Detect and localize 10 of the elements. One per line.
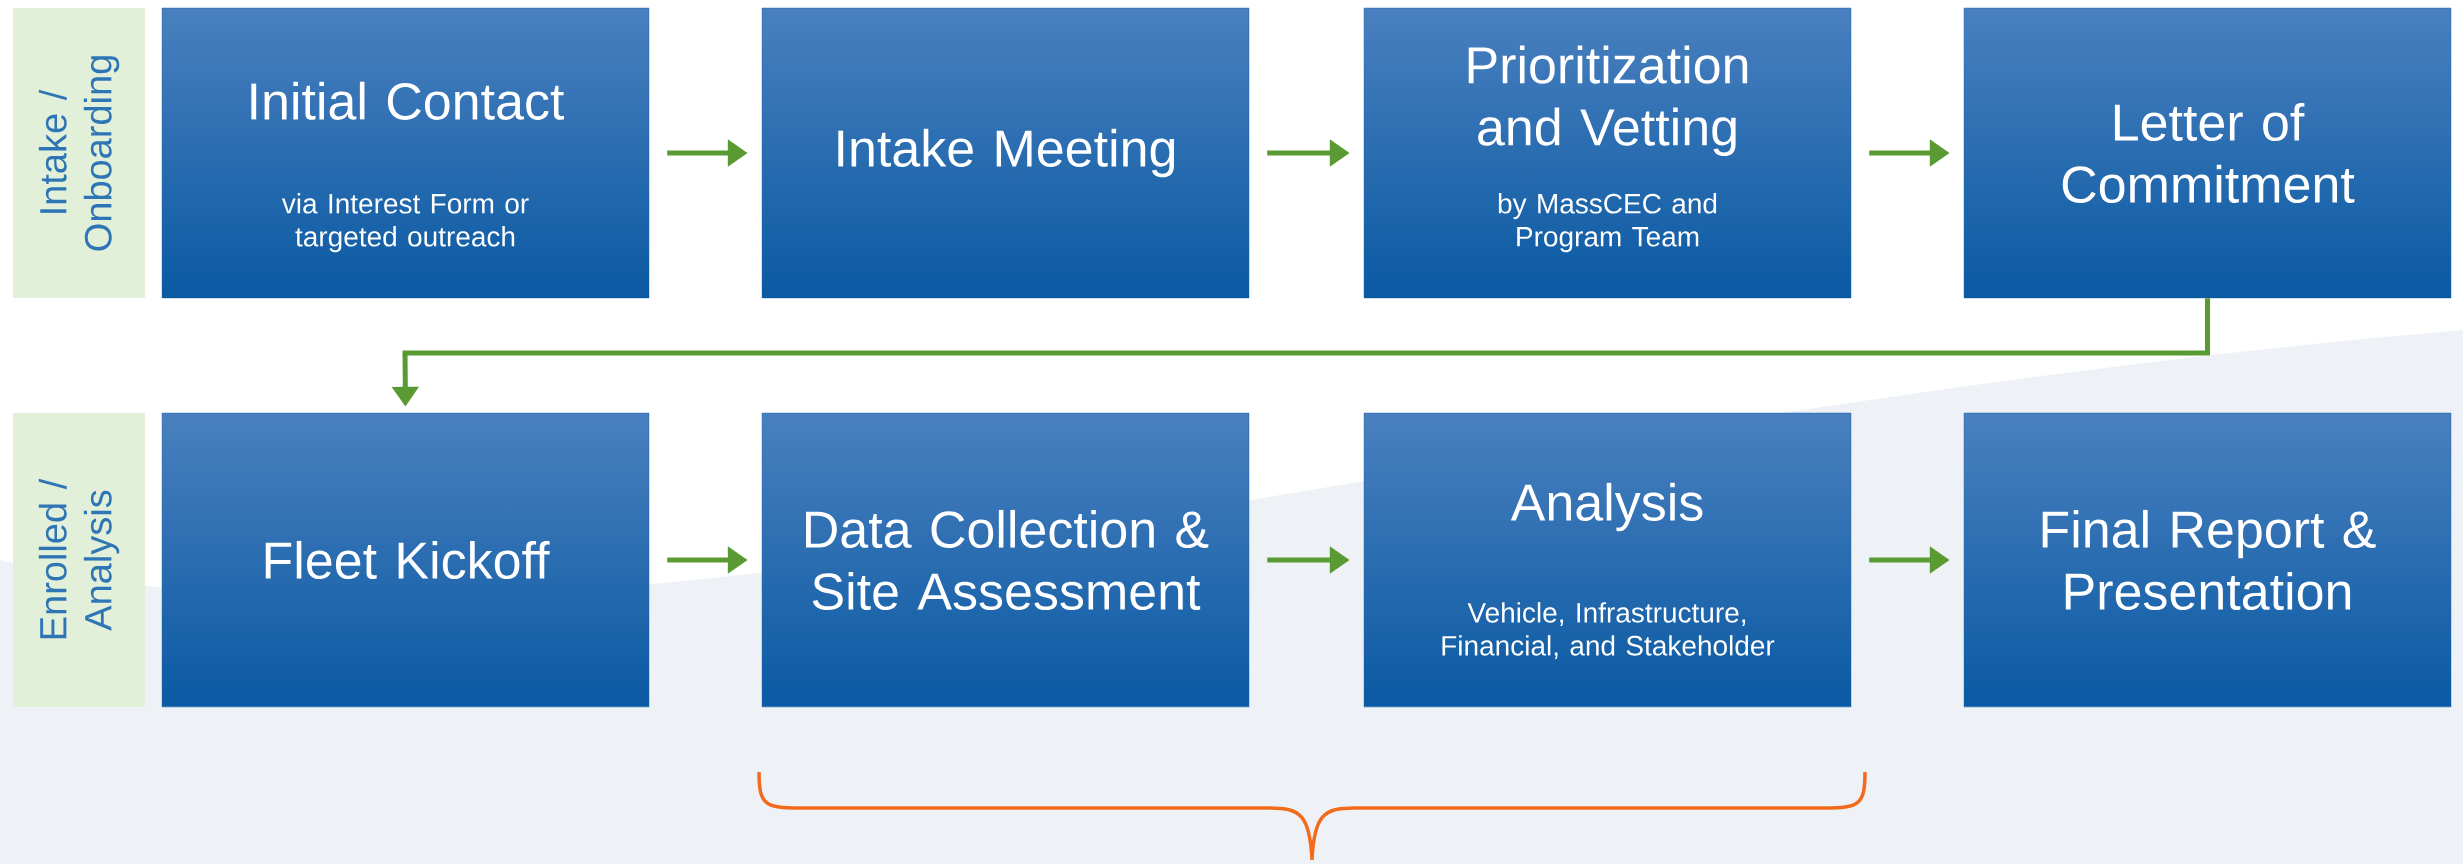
process-box: Data Collection & Site Assessment xyxy=(761,412,1250,708)
phase-label: Enrolled / Analysis xyxy=(13,413,145,707)
process-box: Final Report & Presentation xyxy=(1963,412,2452,708)
phase-label: Intake / Onboarding xyxy=(13,8,145,298)
process-box: Intake Meeting xyxy=(761,7,1250,299)
process-box: Initial Contact via Interest Form or targeted outreach xyxy=(161,7,650,299)
process-box: Letter of Commitment xyxy=(1963,7,2452,299)
process-box: Fleet Kickoff xyxy=(161,412,650,708)
process-box: Prioritization and Vetting by MassCEC and Program Team xyxy=(1363,7,1852,299)
process-box: Analysis Vehicle, Infrastructure, Financial, and Stakeholder xyxy=(1363,412,1852,708)
